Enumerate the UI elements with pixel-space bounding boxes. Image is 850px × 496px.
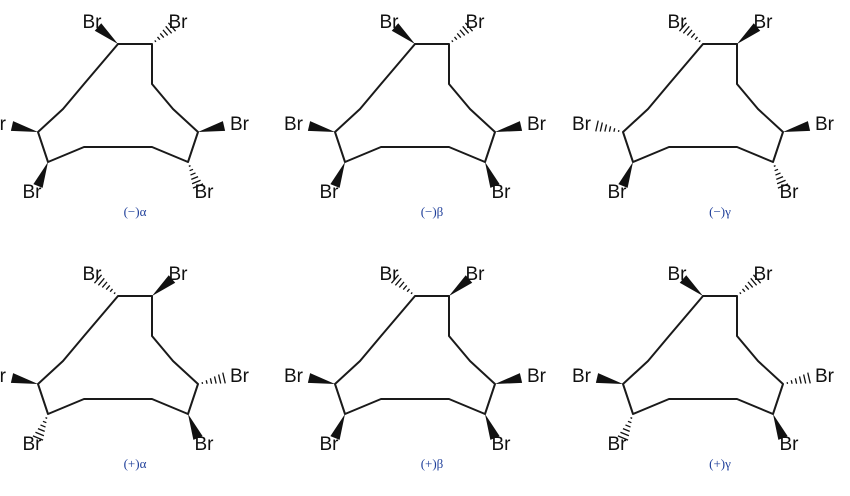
- hashed-bond: [201, 372, 226, 385]
- wedge-bond: [391, 23, 415, 44]
- bromine-label: Br: [284, 366, 304, 387]
- hashed-bond: [595, 120, 620, 133]
- cyclododecane-ring: [37, 295, 199, 415]
- bromine-label: Br: [780, 434, 800, 455]
- wedge-bond: [307, 373, 335, 384]
- bromine-label: Br: [527, 366, 547, 387]
- bromine-label: Br: [320, 434, 340, 455]
- wedge-bond: [485, 162, 500, 188]
- bromine-label: Br: [380, 264, 400, 285]
- bromine-label: Br: [668, 264, 688, 285]
- wedge-bond: [330, 414, 345, 440]
- bromine-label: Br: [230, 366, 250, 387]
- bromine-label: Br: [754, 12, 774, 33]
- wedge-bond: [10, 121, 38, 132]
- wedge-bond: [449, 275, 473, 296]
- bromine-label: Br: [815, 114, 835, 135]
- wedge-bond: [198, 121, 226, 132]
- wedge-bond: [495, 373, 523, 384]
- isomer-caption: (+)γ: [709, 456, 731, 471]
- bromine-label: Br: [668, 12, 688, 33]
- bromine-label: Br: [492, 182, 512, 203]
- hashed-bond: [678, 22, 701, 43]
- bromine-label: Br: [466, 12, 486, 33]
- bromine-label: Br: [23, 182, 43, 203]
- bromine-label: Br: [466, 264, 486, 285]
- bromine-label: Br: [572, 114, 592, 135]
- bromine-label: Br: [230, 114, 250, 135]
- wedge-bond: [10, 373, 38, 384]
- bromine-label: Br: [169, 264, 189, 285]
- hashed-bond: [390, 274, 413, 295]
- bromine-label: Br: [492, 434, 512, 455]
- hashed-bond: [451, 22, 474, 43]
- wedge-bond: [737, 23, 761, 44]
- wedge-bond: [152, 275, 176, 296]
- bromine-label: Br: [83, 12, 103, 33]
- wedge-bond: [495, 121, 523, 132]
- bromine-label: Br: [195, 182, 215, 203]
- hashed-bond: [773, 165, 789, 189]
- bromine-label: Br: [0, 366, 7, 387]
- cyclododecane-ring: [622, 295, 784, 415]
- bromine-label: Br: [83, 264, 103, 285]
- cyclododecane-ring: [622, 43, 784, 163]
- wedge-bond: [188, 414, 203, 440]
- bromine-label: Br: [284, 114, 304, 135]
- isomer-caption: (−)α: [124, 204, 147, 219]
- cyclododecane-ring: [334, 43, 496, 163]
- wedge-bond: [618, 162, 633, 188]
- wedge-bond: [33, 162, 48, 188]
- bromine-label: Br: [608, 434, 628, 455]
- bromine-label: Br: [0, 114, 7, 135]
- bromine-label: Br: [380, 12, 400, 33]
- wedge-bond: [485, 414, 500, 440]
- bromine-label: Br: [195, 434, 215, 455]
- hashed-bond: [739, 274, 762, 295]
- bromine-label: Br: [754, 264, 774, 285]
- bromine-label: Br: [169, 12, 189, 33]
- isomer-caption: (−)γ: [709, 204, 731, 219]
- wedge-bond: [773, 414, 788, 440]
- bromine-label: Br: [608, 182, 628, 203]
- hashed-bond: [154, 22, 177, 43]
- wedge-bond: [307, 121, 335, 132]
- isomer-caption: (−)β: [421, 204, 444, 219]
- bromine-label: Br: [527, 114, 547, 135]
- hashed-bond: [32, 417, 48, 441]
- hashed-bond: [786, 372, 811, 385]
- bromine-label: Br: [23, 434, 43, 455]
- hashed-bond: [617, 417, 633, 441]
- bromine-label: Br: [815, 366, 835, 387]
- bromine-label: Br: [320, 182, 340, 203]
- isomer-caption: (+)β: [421, 456, 444, 471]
- wedge-bond: [783, 121, 811, 132]
- wedge-bond: [595, 373, 623, 384]
- isomer-caption: (+)α: [124, 456, 147, 471]
- hashed-bond: [188, 165, 204, 189]
- cyclododecane-ring: [37, 43, 199, 163]
- wedge-bond: [679, 275, 703, 296]
- wedge-bond: [330, 162, 345, 188]
- hashed-bond: [93, 274, 116, 295]
- cyclododecane-ring: [334, 295, 496, 415]
- wedge-bond: [94, 23, 118, 44]
- bromine-label: Br: [780, 182, 800, 203]
- bromine-label: Br: [572, 366, 592, 387]
